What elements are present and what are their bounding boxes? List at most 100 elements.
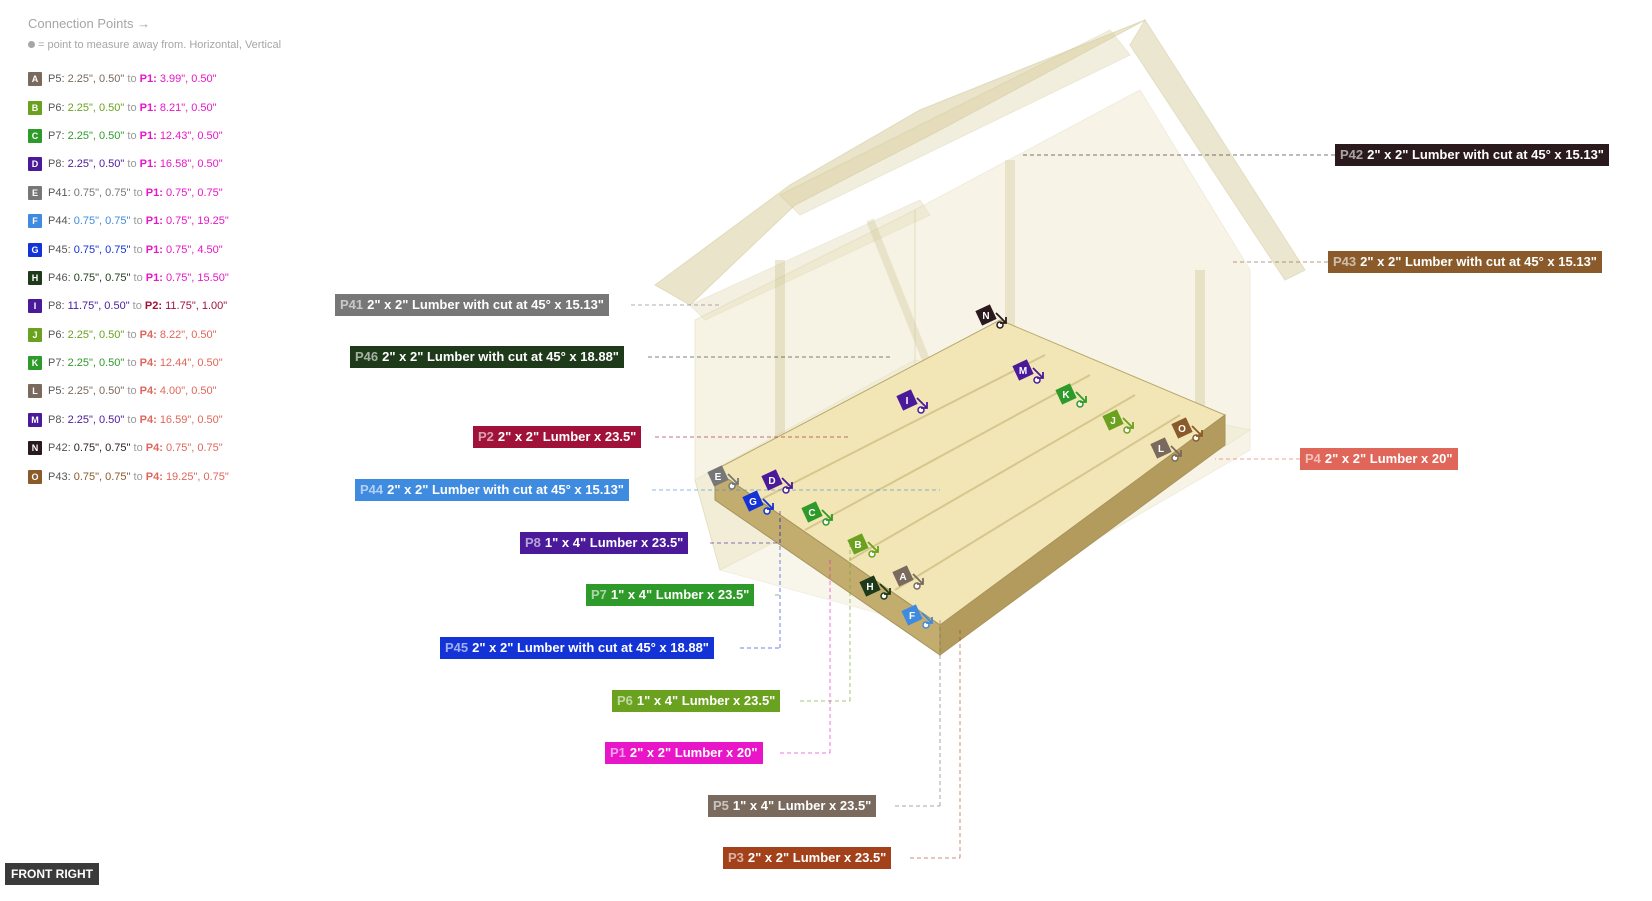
marker-badge [1171,417,1193,439]
legend-from-coords: 2.25", 0.50" [67,129,125,142]
part-id: P7 [591,587,607,602]
legend-from-coords: 0.75", 0.75" [73,243,131,256]
legend-from-part: P7: [48,357,65,370]
marker-letter: D [768,476,775,487]
arrow-icon [912,573,924,585]
legend-to-part: P1: [145,243,163,256]
part-description: 1" x 4" Lumber x 23.5" [636,693,776,708]
part-description: 2" x 2" Lumber with cut at 45° x 18.88" [382,349,619,364]
marker-badge [901,604,923,626]
legend-from-coords: 2.25", 0.50" [67,385,125,398]
part-id: P2 [478,429,494,444]
part-id: P5 [713,798,729,813]
legend-badge: L [28,384,42,399]
marker-g: G [742,490,774,515]
legend-from-coords: 0.75", 0.75" [73,186,131,199]
legend-to-coords: 16.59", 0.50" [159,413,223,426]
legend-badge: E [28,185,42,200]
marker-badge [896,389,918,411]
marker-o: O [1171,417,1203,442]
legend-from-coords: 2.25", 0.50" [67,101,125,114]
part-description: 2" x 2" Lumber with cut at 45° x 18.88" [472,640,709,655]
legend-badge: J [28,327,42,342]
legend-from-part: P8: [48,413,65,426]
legend-badge: O [28,469,42,484]
part-id: P8 [525,535,541,550]
legend-from-part: P7: [48,129,65,142]
marker-badge [847,533,869,555]
legend-to-part: P1: [139,129,157,142]
legend-to-part: P4: [139,385,157,398]
marker-f: F [901,604,933,629]
arrow-icon [1122,417,1134,429]
marker-h: H [859,575,891,600]
marker-letter: M [1019,366,1027,377]
marker-badge [742,490,764,512]
marker-badge [975,304,997,326]
part-id: P41 [340,297,364,312]
legend-to-part: P1: [139,73,157,86]
legend-to-part: P1: [139,101,157,114]
legend-from-coords: 2.25", 0.50" [67,158,125,171]
legend-from-coords: 0.75", 0.75" [73,271,131,284]
arrow-icon [727,473,739,485]
legend-from-part: P8: [48,300,65,313]
marker-letter: B [854,540,861,551]
legend-to-part: P4: [139,328,157,341]
legend-from-part: P5: [48,385,65,398]
legend-subtitle: = point to measure away from. Horizontal… [28,39,358,51]
marker-badge [859,575,881,597]
marker-letter: O [1178,424,1186,435]
marker-k: K [1055,383,1087,408]
arrow-icon [1170,445,1182,457]
arrow-icon [995,312,1007,324]
part-description: 1" x 4" Lumber x 23.5" [544,535,684,550]
marker-n: N [975,304,1007,329]
legend-from-part: P42: [48,442,71,455]
legend-badge: C [28,128,42,143]
view-orientation-label[interactable]: FRONT RIGHT [5,863,99,885]
legend-to-part: P1: [145,215,163,228]
marker-letter: E [715,472,722,483]
legend-to-coords: 12.44", 0.50" [159,357,223,370]
legend-badge: B [28,100,42,115]
legend-from-coords: 2.25", 0.50" [67,357,125,370]
arrow-icon [1032,367,1044,379]
marker-letter: L [1158,444,1164,455]
legend-to-coords: 0.75", 0.75" [165,442,223,455]
arrow-icon [879,583,891,595]
legend-badge: K [28,356,42,371]
legend-to-part: P1: [145,186,163,199]
legend-from-part: P43: [48,470,71,483]
arrow-icon [781,477,793,489]
part-description: 1" x 4" Lumber x 23.5" [610,587,750,602]
legend-from-part: P46: [48,271,71,284]
arrow-icon [1075,391,1087,403]
legend-to-coords: 4.00", 0.50" [159,385,217,398]
part-id: P46 [355,349,379,364]
legend-to-coords: 3.99", 0.50" [159,73,217,86]
